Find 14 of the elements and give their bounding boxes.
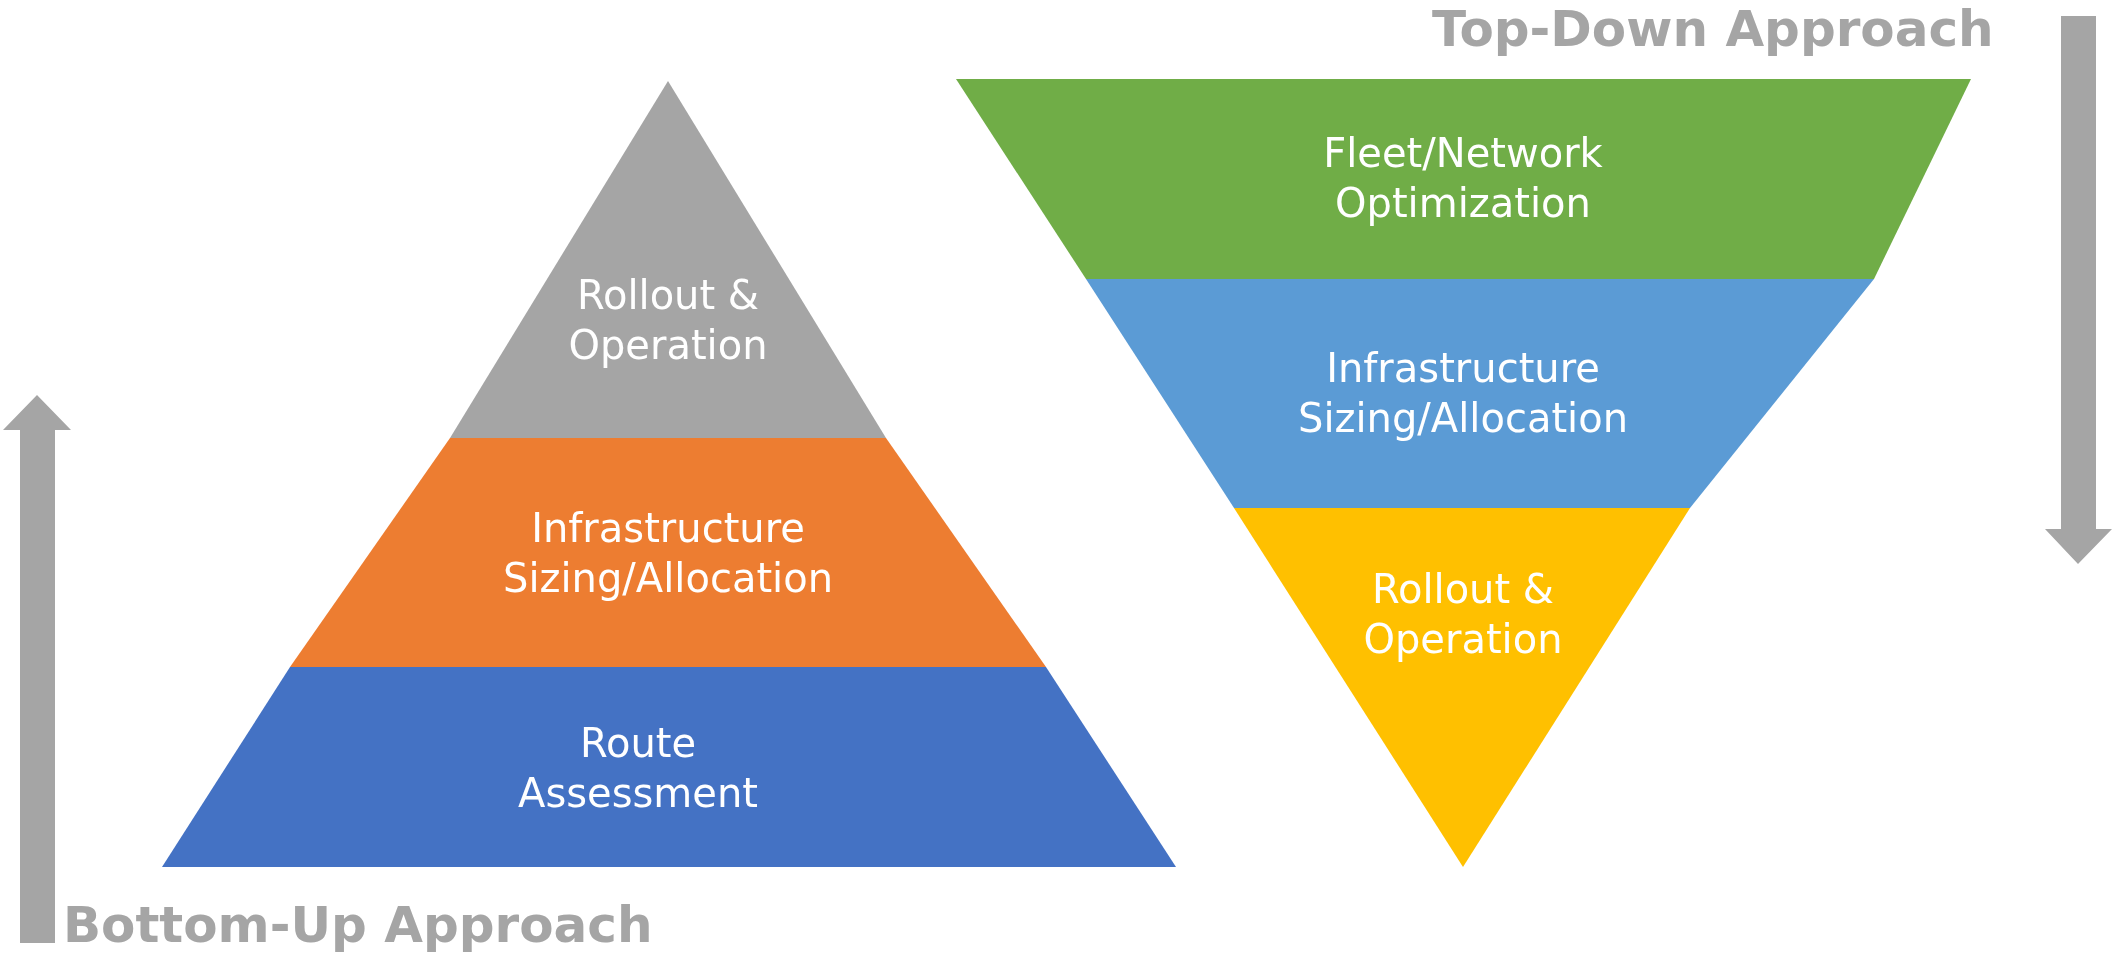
pyramid-tier xyxy=(162,667,1176,867)
tier-label: Rollout & Operation xyxy=(568,271,768,370)
approach-label: Bottom-Up Approach xyxy=(63,900,653,950)
tier-label: Infrastructure Sizing/Allocation xyxy=(503,504,833,603)
pyramid-tier xyxy=(290,438,1046,667)
tier-label: Route Assessment xyxy=(518,719,758,818)
pyramid-tier xyxy=(1086,279,1874,508)
tier-label: Fleet/Network Optimization xyxy=(1323,129,1603,228)
pyramid-tier xyxy=(1234,508,1690,867)
pyramid-tier xyxy=(956,79,1971,279)
tier-label: Infrastructure Sizing/Allocation xyxy=(1298,344,1628,443)
approach-label: Top-Down Approach xyxy=(1432,4,1994,54)
tier-label: Rollout & Operation xyxy=(1363,565,1563,664)
pyramid-tier xyxy=(450,81,886,438)
